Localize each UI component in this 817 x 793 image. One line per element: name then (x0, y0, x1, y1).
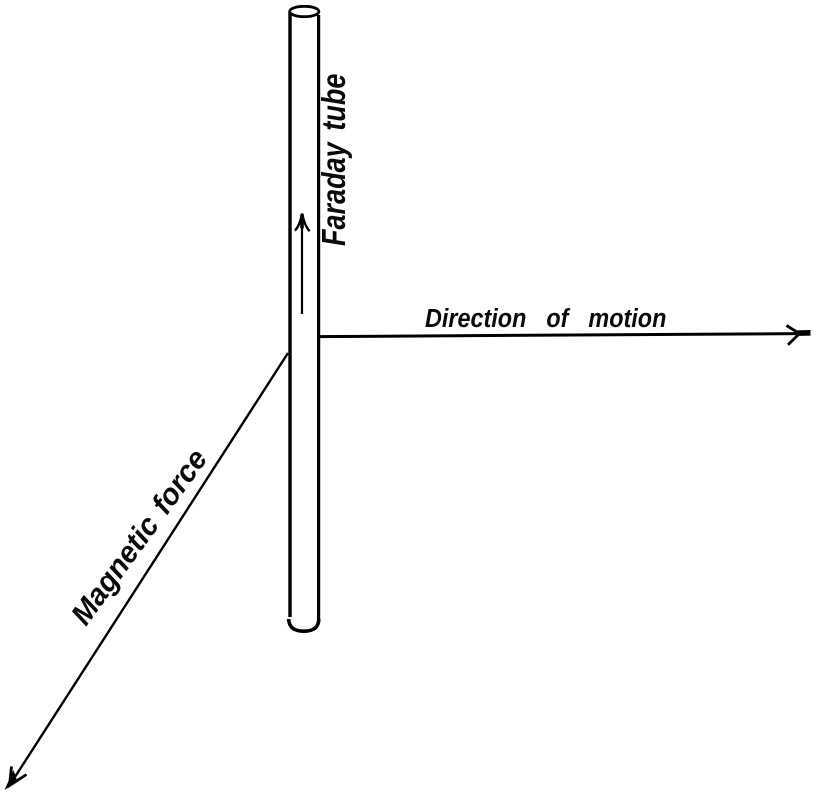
svg-text:Faraday tube: Faraday tube (317, 74, 353, 246)
svg-text:Direction of motion: Direction of motion (425, 305, 666, 333)
